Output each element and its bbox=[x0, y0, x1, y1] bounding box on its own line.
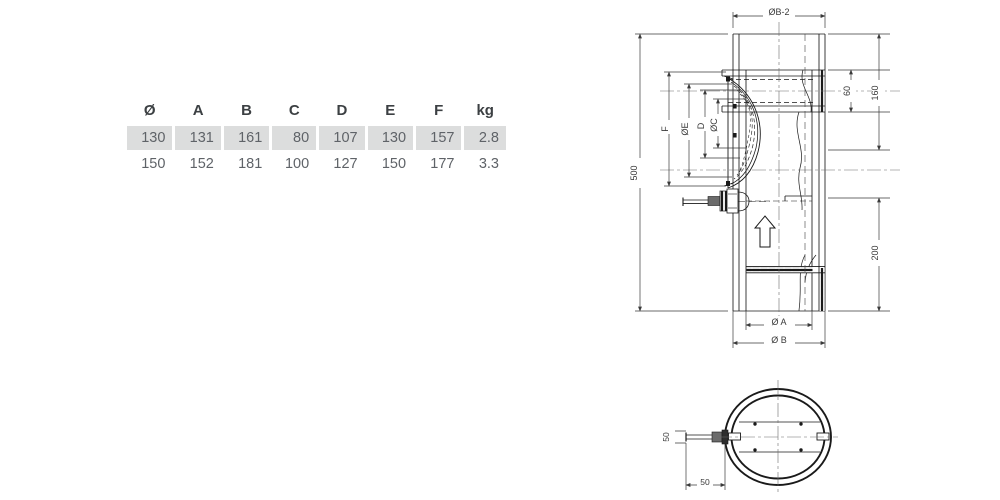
table-row: 150 152 181 100 127 150 177 3.3 bbox=[127, 152, 506, 176]
dim-50-vertical: 50 bbox=[661, 428, 686, 446]
cell-e: 150 bbox=[381, 156, 407, 172]
flow-direction-arrow-icon bbox=[753, 215, 777, 248]
dim-50-horizontal: 50 bbox=[685, 443, 726, 490]
table-header-row: Ø A B C D E F kg bbox=[127, 100, 506, 124]
col-header-a: A bbox=[192, 102, 204, 119]
dim-oa: Ø A bbox=[745, 311, 813, 330]
dim-200: 200 bbox=[828, 197, 890, 312]
cell-a: 152 bbox=[189, 156, 214, 172]
dim-label-ob2: ØB-2 bbox=[768, 7, 789, 17]
bolt-hole bbox=[753, 422, 757, 426]
joint-insulation-band bbox=[746, 267, 813, 273]
dim-label-oe: ØE bbox=[680, 122, 690, 135]
cell-e: 130 bbox=[367, 126, 414, 150]
col-header-e: E bbox=[385, 102, 396, 119]
cell-d: 107 bbox=[319, 126, 365, 150]
dim-label-50-vertical: 50 bbox=[661, 432, 671, 442]
branch-plate-fittings bbox=[726, 76, 737, 186]
drawing-svg: ØB-2 500 60 bbox=[629, 7, 900, 494]
dim-label-500: 500 bbox=[629, 165, 639, 180]
dim-label-oa: Ø A bbox=[771, 317, 786, 327]
dim-oe: ØE bbox=[680, 83, 732, 178]
bottom-dimension-annotations: 50 50 bbox=[661, 428, 726, 490]
dim-label-50-horizontal: 50 bbox=[700, 477, 710, 487]
col-header-d: D bbox=[336, 102, 348, 119]
dim-ob-2: ØB-2 bbox=[732, 7, 826, 28]
bolt-hole bbox=[753, 448, 757, 452]
col-header-f: F bbox=[434, 102, 444, 119]
col-header-b: B bbox=[241, 102, 253, 119]
bolt-hole bbox=[799, 422, 803, 426]
cell-c: 80 bbox=[272, 126, 317, 150]
cell-kg: 2.8 bbox=[464, 126, 506, 150]
col-header-diameter: Ø bbox=[143, 102, 156, 119]
dim-label-d: D bbox=[696, 122, 706, 129]
bottom-plan-view bbox=[685, 380, 838, 494]
dim-oc: ØC bbox=[709, 98, 746, 149]
dim-label-200: 200 bbox=[870, 245, 880, 260]
table-row: 130 131 161 80 107 130 157 2.8 bbox=[127, 126, 506, 150]
cell-c: 100 bbox=[284, 156, 310, 172]
dimension-annotations: ØB-2 500 60 bbox=[629, 7, 890, 348]
cell-d: 127 bbox=[333, 156, 358, 172]
dim-label-oc: ØC bbox=[709, 118, 719, 132]
col-header-c: C bbox=[288, 102, 300, 119]
dim-500: 500 bbox=[629, 33, 728, 312]
branch-outlet bbox=[721, 69, 825, 113]
dim-label-60: 60 bbox=[842, 86, 852, 96]
cell-f: 157 bbox=[416, 126, 462, 150]
spec-table-element: Ø A B C D E F kg 130 131 161 80 107 13 bbox=[124, 98, 509, 178]
main-section-view bbox=[660, 22, 900, 324]
cell-diameter: 150 bbox=[141, 156, 166, 172]
centre-lines bbox=[660, 22, 900, 324]
branch-throat-curves bbox=[723, 75, 761, 189]
cell-diameter: 130 bbox=[127, 126, 173, 150]
dim-d: D bbox=[696, 89, 740, 159]
col-header-kg: kg bbox=[476, 102, 494, 119]
dim-160: 160 bbox=[828, 33, 890, 151]
dim-label-ob: Ø B bbox=[771, 335, 787, 345]
cell-b: 161 bbox=[223, 126, 270, 150]
cell-kg: 3.3 bbox=[478, 156, 499, 172]
bolt-hole bbox=[799, 448, 803, 452]
cell-b: 181 bbox=[238, 156, 263, 172]
cell-f: 177 bbox=[430, 156, 455, 172]
cell-a: 131 bbox=[175, 126, 221, 150]
specification-table: Ø A B C D E F kg 130 131 161 80 107 13 bbox=[124, 98, 509, 178]
plan-centre-lines bbox=[718, 380, 838, 494]
bolt-holes bbox=[753, 422, 803, 452]
tab-slots bbox=[728, 432, 830, 441]
dim-label-160: 160 bbox=[870, 85, 880, 100]
technical-drawing: ØB-2 500 60 bbox=[600, 0, 1000, 500]
dim-ob: Ø B bbox=[732, 311, 826, 348]
dim-60: 60 bbox=[828, 69, 890, 113]
dim-label-f: F bbox=[660, 126, 670, 132]
clamp-bolt-assembly bbox=[682, 188, 770, 214]
dim-f: F bbox=[660, 71, 726, 187]
insulation-band-lower bbox=[819, 268, 825, 311]
